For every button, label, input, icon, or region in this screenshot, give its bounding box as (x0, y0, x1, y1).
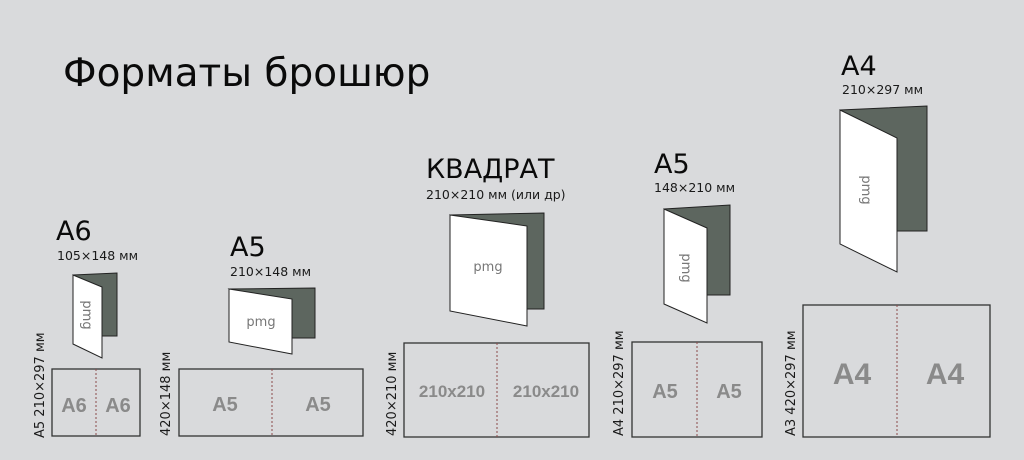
sheet-size: 420×148 мм (159, 352, 174, 436)
format-size: 148×210 мм (654, 180, 735, 195)
cell-label: A6 (105, 395, 131, 417)
front-cover (72, 274, 103, 359)
format-size: 105×148 мм (57, 248, 138, 263)
cell-label: A4 (926, 358, 965, 391)
front-cover (839, 109, 898, 273)
format-a6: A6 105×148 мм pmg A6 A6 A5 210×297 мм (33, 216, 141, 438)
cell-label: A5 (652, 381, 678, 403)
cell-label: 210x210 (419, 382, 485, 401)
logo: pmg (473, 260, 502, 275)
format-size: 210×148 мм (230, 264, 311, 279)
format-a5-portrait: A5 148×210 мм pmg A5 A5 A4 210×297 мм (612, 149, 763, 438)
format-name: A6 (56, 216, 92, 247)
format-square: КВАДРАТ 210×210 мм (или др) pmg 210x210 … (385, 154, 590, 438)
format-a5-landscape: A5 210×148 мм pmg A5 A5 420×148 мм (159, 232, 364, 437)
front-cover (228, 288, 293, 355)
cell-label: A4 (833, 358, 872, 391)
cell-label: A6 (61, 395, 87, 417)
logo: pmg (79, 300, 94, 329)
logo: pmg (678, 253, 693, 282)
sheet-size: A3 420×297 мм (784, 330, 799, 436)
page-title: Форматы брошюр (63, 51, 430, 96)
front-cover (663, 208, 708, 324)
cell-label: A5 (212, 394, 238, 416)
sheet-size: A5 210×297 мм (33, 332, 48, 438)
format-size: 210×210 мм (или др) (426, 187, 566, 202)
cell-label: A5 (716, 381, 742, 403)
logo: pmg (858, 175, 873, 204)
sheet-size: 420×210 мм (385, 352, 400, 436)
sheet-layout (178, 368, 364, 437)
front-cover (449, 214, 528, 327)
format-name: КВАДРАТ (426, 154, 555, 185)
format-name: A4 (841, 51, 877, 82)
format-a4: A4 210×297 мм pmg A4 A4 A3 420×297 мм (784, 51, 991, 438)
cell-label: 210x210 (513, 382, 579, 401)
sheet-size: A4 210×297 мм (612, 330, 627, 436)
format-name: A5 (654, 149, 690, 180)
cell-label: A5 (305, 394, 331, 416)
format-name: A5 (230, 232, 266, 263)
format-size: 210×297 мм (842, 82, 923, 97)
logo: pmg (246, 315, 275, 330)
